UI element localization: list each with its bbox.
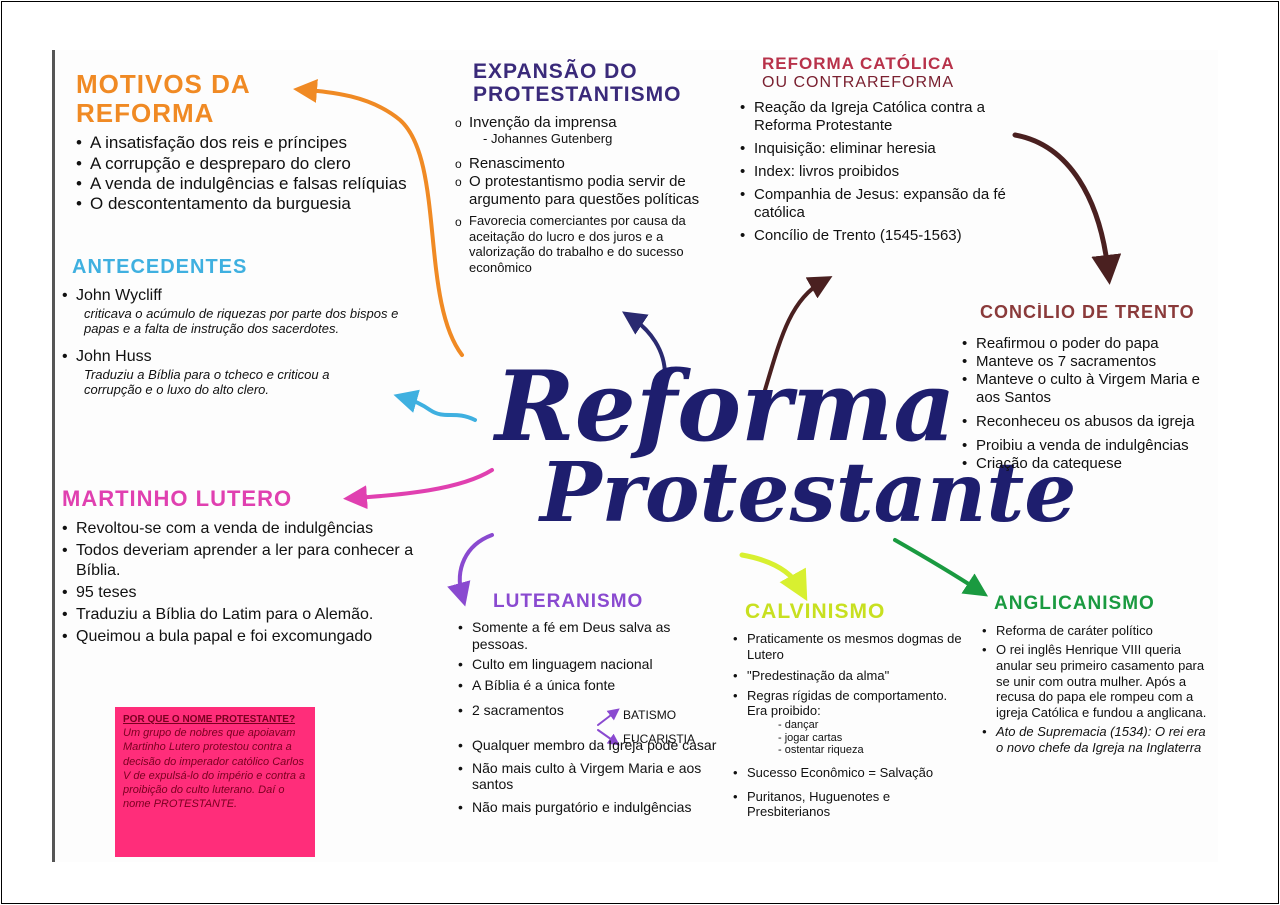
list-item: Concílio de Trento (1545-1563) (740, 227, 1020, 245)
list-item: Invenção da imprensa (455, 114, 715, 132)
section-title: Expansão do Protestantismo (473, 60, 682, 107)
list-item: Revoltou-se com a venda de indulgências (62, 519, 432, 538)
list-item: A venda de indulgências e falsas relíqui… (76, 174, 436, 195)
list-item: Companhia de Jesus: expansão da fé catól… (740, 186, 1020, 222)
list-item: Traduziu a Bíblia do Latim para o Alemão… (62, 605, 432, 624)
sacramento-eucaristia: Eucaristia (623, 732, 696, 746)
list-item: O descontentamento da burguesia (76, 194, 436, 215)
section-calvinismo: Calvinismo Praticamente os mesmos dogmas… (733, 600, 968, 820)
arrow-to-concilio (1012, 132, 1122, 285)
arrow-to-calvinismo (739, 552, 808, 602)
section-title: Anglicanismo (994, 593, 1155, 614)
arrow-to-expansao (622, 311, 667, 377)
list-item: Proibiu a venda de indulgências (962, 437, 1214, 455)
section-title: Martinho Lutero (62, 486, 293, 511)
list-item: Inquisição: eliminar heresia (740, 140, 1020, 158)
list-item: Não mais purgatório e indulgências (458, 799, 728, 816)
section-title: Luteranismo (493, 591, 644, 612)
arrow-to-anglicanismo (893, 538, 989, 597)
list-item: Queimou a bula papal e foi excomungado (62, 627, 432, 646)
list-item: John Huss (62, 347, 422, 366)
section-expansao: Expansão do Protestantismo Invenção da i… (455, 60, 715, 276)
list-item: A insatisfação dos reis e príncipes (76, 133, 436, 154)
section-title: Antecedentes (72, 256, 248, 278)
section-subtitle: ou Contrareforma (762, 73, 954, 91)
list-item: Renascimento (455, 155, 715, 173)
list-item: Somente a fé em Deus salva as pessoas. (458, 619, 728, 653)
item-description: Traduziu a Bíblia para o tcheco e critic… (84, 367, 330, 398)
list-item: O protestantismo podia servir de argumen… (455, 173, 715, 209)
section-title: Concílio de Trento (980, 303, 1195, 322)
arrow-to-lutero (343, 468, 494, 510)
list-item: Praticamente os mesmos dogmas de Lutero (733, 631, 968, 662)
list-item: Favorecia comerciantes por causa da acei… (455, 213, 715, 275)
list-item: John Wycliff (62, 286, 422, 305)
list-item: Culto em linguagem nacional (458, 656, 728, 673)
list-item: Reafirmou o poder do papa (962, 335, 1214, 353)
section-antecedentes: Antecedentes John Wycliff criticava o ac… (62, 256, 422, 408)
sticky-note: Por que o nome protestante? Um grupo de … (115, 707, 315, 857)
sub-item: - ostentar riqueza (778, 744, 864, 757)
section-motivos: Motivos da Reforma A insatisfação dos re… (76, 70, 436, 215)
section-reforma-catolica: Reforma Católica ou Contrareforma Reação… (740, 54, 1020, 245)
arrow-to-luteranismo (447, 533, 494, 607)
list-item: Qualquer membro da Igreja pode casar (458, 737, 728, 754)
list-item: Manteve os 7 sacramentos (962, 353, 1214, 371)
sub-item: - dançar (778, 719, 819, 732)
list-item: A corrupção e despreparo do clero (76, 154, 436, 175)
arrow-to-catolica (763, 276, 833, 392)
list-item: Index: livros proibidos (740, 163, 1020, 181)
section-title: Motivos da Reforma (76, 69, 250, 128)
list-item: A Bíblia é a única fonte (458, 677, 728, 694)
section-title: Reforma Católica (762, 54, 955, 73)
list-item: Reforma de caráter político (982, 623, 1214, 639)
list-item: O rei inglês Henrique VIII queria anular… (982, 642, 1214, 720)
sticky-title: Por que o nome protestante? (123, 714, 296, 725)
sticky-text: Um grupo de nobres que apoiavam Martinho… (123, 727, 306, 811)
section-martinho-lutero: Martinho Lutero Revoltou-se com a venda … (62, 486, 432, 646)
sub-item: - Johannes Gutenberg (483, 131, 613, 147)
list-item: 2 sacramentos (458, 702, 728, 719)
section-title: Calvinismo (745, 600, 886, 623)
list-item: Manteve o culto à Virgem Maria e aos San… (962, 371, 1214, 407)
sub-item: - jogar cartas (778, 731, 843, 744)
central-title-line1: Reforma (495, 350, 956, 463)
list-item: Não mais culto à Virgem Maria e aos sant… (458, 760, 728, 794)
list-item: Puritanos, Huguenotes e Presbiterianos (733, 789, 968, 820)
list-item: "Predestinação da alma" (733, 668, 968, 684)
list-item: Criação da catequese (962, 455, 1214, 473)
arrow-to-antecedentes (393, 389, 477, 422)
list-item: Sucesso Econômico = Salvação (733, 765, 968, 781)
item-description: criticava o acúmulo de riquezas por part… (84, 306, 399, 337)
list-item: Regras rígidas de comportamento. Era pro… (733, 688, 968, 719)
list-item: Ato de Supremacia (1534): O rei era o no… (982, 724, 1214, 755)
list-item: Reação da Igreja Católica contra a Refor… (740, 99, 1020, 135)
sacramento-batismo: Batismo (623, 708, 677, 722)
list-item: 95 teses (62, 583, 432, 602)
section-concilio-trento: Concílio de Trento Reafirmou o poder do … (962, 303, 1214, 473)
section-luteranismo: Luteranismo Somente a fé em Deus salva a… (458, 591, 728, 816)
list-item: Todos deveriam aprender a ler para conhe… (62, 541, 432, 579)
section-anglicanismo: Anglicanismo Reforma de caráter político… (982, 593, 1214, 756)
list-item: Reconheceu os abusos da igreja (962, 413, 1214, 431)
